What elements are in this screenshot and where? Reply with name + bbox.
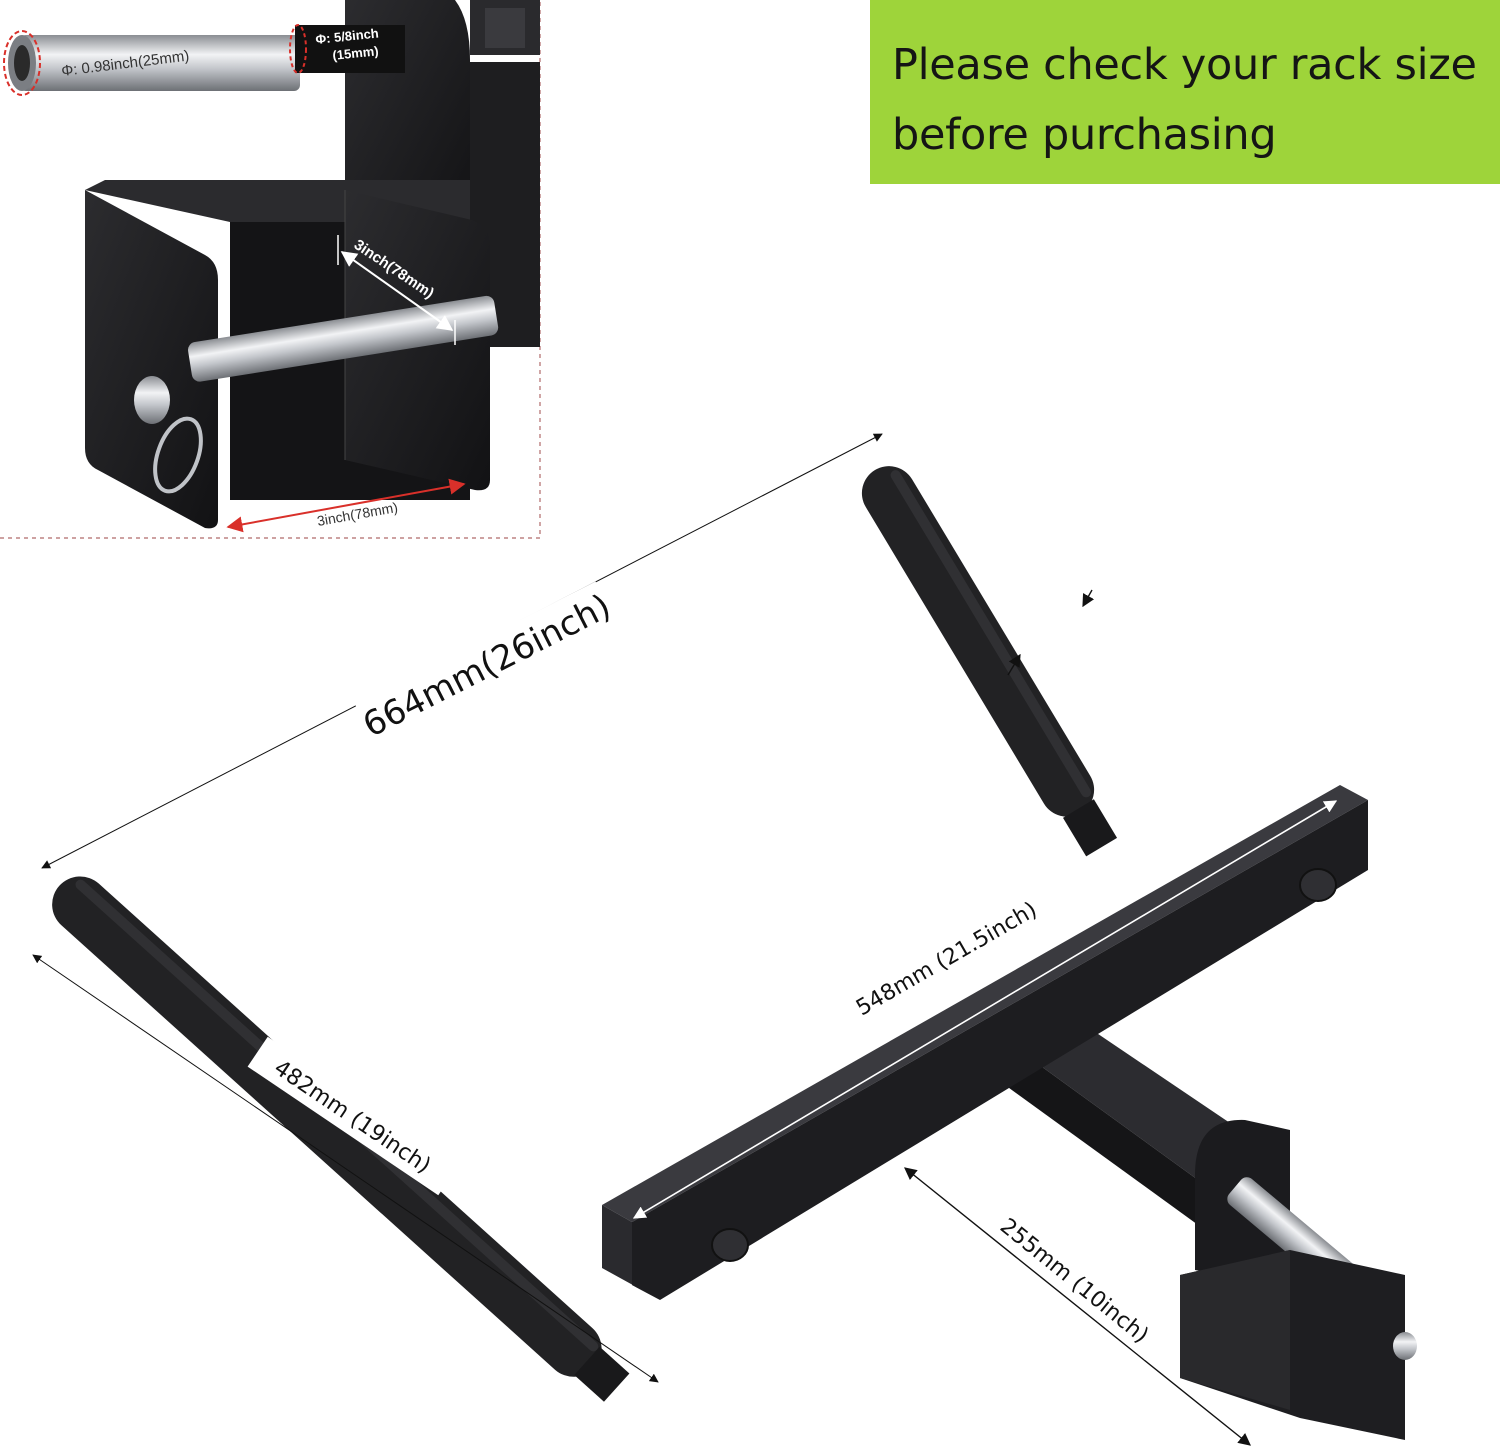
notice-line-1: Please check your rack size	[892, 40, 1477, 90]
notice-banner-text: Please check your rack size before purch…	[892, 30, 1492, 170]
inset-inner-arrow	[340, 251, 454, 331]
handle-length-arrow	[32, 954, 659, 1383]
inset-pin-diameter-line1: Φ: 5/8inch	[315, 25, 380, 47]
notice-line-2: before purchasing	[892, 110, 1277, 160]
crossbar-bolt-right	[1299, 868, 1337, 902]
grip-diameter-arrow-bottom	[1007, 653, 1021, 676]
crossbar-bolt-left	[711, 1228, 749, 1262]
arm-length-label: 255mm (10inch)	[995, 1214, 1153, 1349]
crossbar-arrow	[632, 800, 1338, 1219]
inset-pin-diameter-line2: (15mm)	[332, 43, 380, 63]
inset-sleeve-outline	[3, 30, 41, 96]
inset-detail: Φ: 0.98inch(25mm) Φ: 5/8inch (15mm) 3inc…	[0, 0, 541, 539]
notice-banner	[870, 0, 1500, 184]
inset-sleeve	[20, 35, 300, 91]
main-product: 664mm(26inch) 39mm(1.5inch) 548mm (21.5i…	[32, 433, 1417, 1446]
front-handle	[52, 876, 630, 1402]
arm-length-arrow	[904, 1167, 1251, 1446]
end-bracket	[1180, 1119, 1417, 1440]
handle-span-label: 664mm(26inch)	[357, 586, 618, 745]
grip-diameter-arrow-top	[1082, 589, 1095, 608]
rear-handle	[861, 466, 1118, 857]
